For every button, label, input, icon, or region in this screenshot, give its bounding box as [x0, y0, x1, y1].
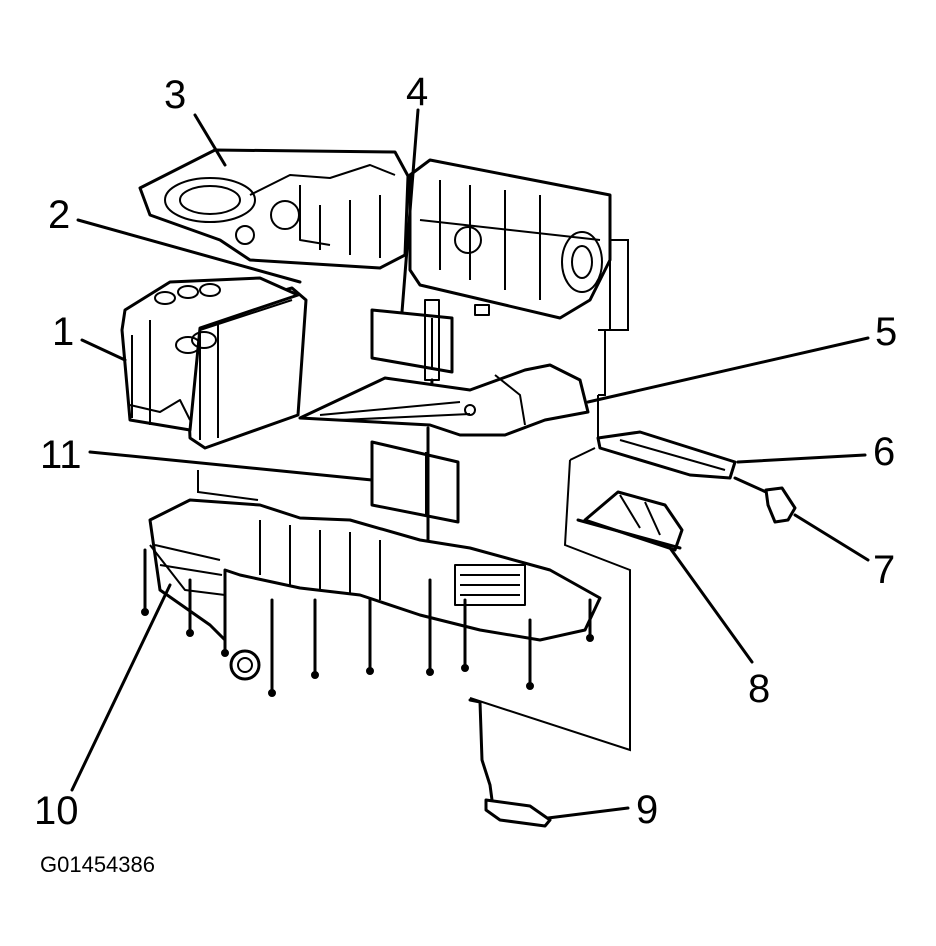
- callout-labels: 1 2 3 4 5 6 7 8 9 10 11: [34, 70, 897, 833]
- callout-4: 4: [406, 70, 428, 114]
- leader-line-6: [736, 453, 867, 464]
- callout-10: 10: [34, 789, 79, 833]
- callout-2: 2: [48, 193, 70, 237]
- callout-8: 8: [748, 667, 770, 711]
- callout-3: 3: [164, 73, 186, 117]
- screws: [141, 548, 594, 697]
- callout-9: 9: [636, 788, 658, 832]
- callout-7: 7: [873, 548, 895, 592]
- leader-line-5: [586, 336, 870, 404]
- case-half-right-part: [408, 158, 612, 320]
- leader-line-3: [193, 113, 227, 167]
- figure-id: G01454386: [40, 852, 155, 877]
- leader-line-1: [80, 338, 127, 362]
- leader-line-7: [793, 513, 870, 562]
- lower-case-part: [148, 498, 602, 681]
- actuator-7-part: [733, 476, 797, 524]
- callout-5: 5: [875, 310, 897, 354]
- door-valve-4-part: [370, 299, 454, 427]
- heater-core-part: [183, 286, 308, 450]
- door-8-part: [576, 490, 684, 552]
- leader-lines: [70, 108, 870, 820]
- assembly-guide-lines: [197, 239, 631, 752]
- air-duct-part: [298, 363, 590, 437]
- leader-line-10: [70, 583, 172, 792]
- leader-line-11: [88, 450, 374, 482]
- callout-6: 6: [873, 430, 895, 474]
- upper-case-part: [138, 148, 410, 270]
- linkage-9-part: [468, 698, 552, 828]
- leader-line-8: [668, 546, 754, 664]
- leader-line-2: [76, 218, 302, 284]
- door-valve-11-part: [370, 426, 460, 542]
- callout-1: 1: [52, 310, 74, 354]
- leader-line-4: [400, 108, 420, 314]
- leader-line-9: [546, 806, 630, 820]
- actuator-plate-6-part: [596, 430, 737, 480]
- callout-11: 11: [40, 433, 82, 477]
